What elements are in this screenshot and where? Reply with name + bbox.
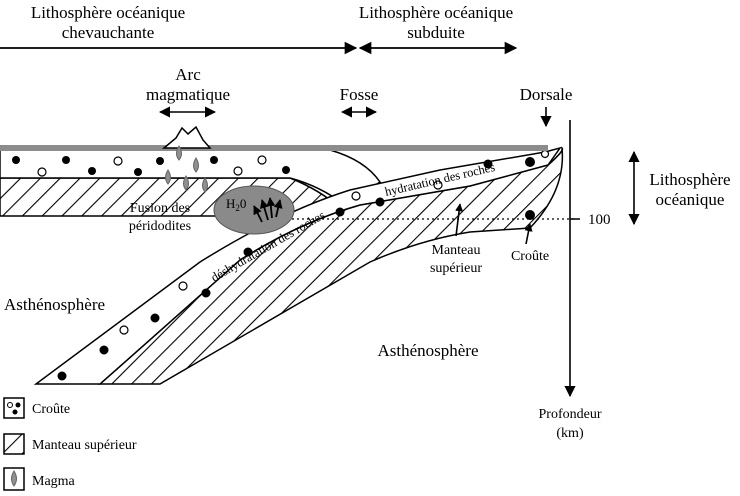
label-arc-1: Arc bbox=[175, 65, 201, 84]
legend-item-magma: Magma bbox=[3, 467, 76, 491]
legend-label-manteau: Manteau supérieur bbox=[32, 438, 137, 453]
label-astheno-center: Asthénosphère bbox=[377, 341, 478, 360]
label-croute-pointer: Croûte bbox=[511, 249, 549, 264]
legend: Croûte Manteau supérieur Magma bbox=[3, 397, 137, 491]
label-profondeur-2: (km) bbox=[556, 426, 584, 441]
label-litho-right-1: Lithosphère bbox=[649, 170, 730, 189]
magma-drops bbox=[165, 145, 208, 193]
label-fusion-1: Fusion des bbox=[130, 201, 190, 216]
legend-item-manteau: Manteau supérieur bbox=[3, 433, 137, 455]
diagram-labels: Lithosphère océanique chevauchante Litho… bbox=[4, 3, 731, 360]
hatch-pattern-icon bbox=[3, 433, 25, 455]
label-litho-chev-1: Lithosphère océanique bbox=[31, 3, 185, 22]
label-litho-sub-2: subduite bbox=[407, 23, 465, 42]
croute-pointer bbox=[524, 223, 533, 245]
h2o-label: H20 bbox=[226, 196, 246, 213]
manteau-pointer bbox=[455, 203, 464, 237]
label-fosse: Fosse bbox=[340, 85, 379, 104]
crust-pattern-icon bbox=[3, 397, 25, 419]
label-astheno-left: Asthénosphère bbox=[4, 295, 105, 314]
label-litho-sub-1: Lithosphère océanique bbox=[359, 3, 513, 22]
legend-label-croute: Croûte bbox=[32, 402, 70, 417]
label-fusion-2: péridodites bbox=[129, 219, 191, 234]
label-manteau-2: supérieur bbox=[430, 261, 482, 276]
volcano bbox=[161, 125, 212, 149]
label-arc-2: magmatique bbox=[146, 85, 230, 104]
crust-dots-overriding bbox=[12, 155, 290, 177]
label-manteau-1: Manteau bbox=[432, 243, 481, 258]
h2o-arrows bbox=[253, 197, 283, 223]
diagram-small-labels: Fusion des péridodites Manteau supérieur… bbox=[129, 201, 602, 441]
label-profondeur-1: Profondeur bbox=[539, 407, 602, 422]
legend-item-croute: Croûte bbox=[3, 397, 70, 419]
label-litho-chev-2: chevauchante bbox=[62, 23, 155, 42]
label-depth-100: 100 bbox=[588, 212, 611, 228]
magma-drop-icon bbox=[11, 470, 17, 487]
label-litho-right-2: océanique bbox=[656, 190, 725, 209]
label-dorsale: Dorsale bbox=[520, 85, 573, 104]
legend-label-magma: Magma bbox=[32, 474, 76, 489]
crust-dots-subducting bbox=[57, 149, 550, 381]
